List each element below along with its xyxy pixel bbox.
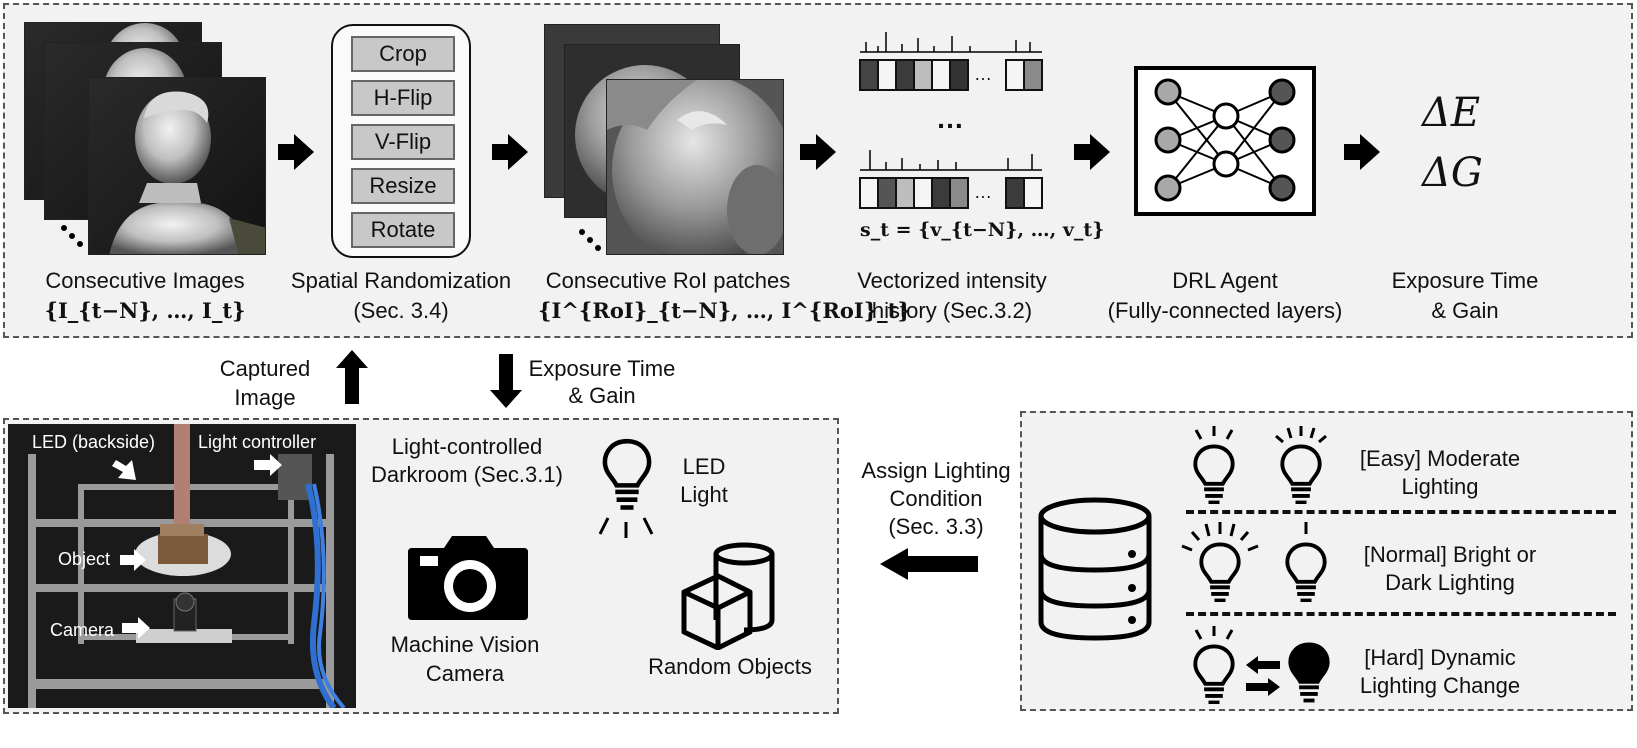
spatial-randomization-section: (Sec. 3.4) — [353, 298, 449, 323]
delta-g: ΔG — [1422, 150, 1483, 196]
delta-e: ΔE — [1422, 90, 1481, 136]
state-formula: s_t = {v_{t−N}, …, v_t} — [860, 219, 1105, 241]
bulb-moderate-rays-icon — [1270, 424, 1332, 504]
drl-agent-label-line2: (Fully-connected layers) — [1107, 298, 1343, 323]
consecutive-images-formula: {I_{t−N}, …, I_t} — [44, 298, 246, 323]
intensity-history-graphic: … … … s_t = {v_{t−N}, …, v_t} — [856, 30, 1104, 250]
camera-label-line1: Machine Vision — [390, 632, 540, 657]
history-ellipsis: … — [936, 103, 964, 134]
bulb-bright-icon — [1180, 520, 1260, 602]
arrow-left-icon — [880, 548, 978, 580]
intensity-history-label-line1: Vectorized intensity — [857, 268, 1047, 293]
roi-patches-label: Consecutive RoI patches — [545, 268, 791, 293]
led-bulb-icon — [592, 436, 662, 546]
aug-rotate: Rotate — [351, 212, 455, 248]
output-label-line2: & Gain — [1431, 298, 1499, 323]
vector-ellipsis-bottom: … — [974, 182, 992, 202]
roi-patches-stack — [544, 24, 794, 264]
arrow-right-icon — [278, 134, 314, 170]
divider-line — [1186, 510, 1616, 514]
pipeline-panel — [3, 3, 1633, 338]
led-light-label-line2: Light — [680, 482, 728, 507]
divider-line — [1186, 612, 1616, 616]
arrow-right-icon — [1344, 134, 1380, 170]
darkroom-title-line1: Light-controlled — [391, 434, 543, 459]
camera-label-line2: Camera — [425, 661, 505, 686]
aug-resize: Resize — [351, 168, 455, 204]
augmentation-box: Crop H-Flip V-Flip Resize Rotate — [331, 24, 471, 258]
condition-hard-line2: Lighting Change — [1359, 673, 1521, 698]
roi-patches-formula: {I^{RoI}_{t−N}, …, I^{RoI}_t} — [538, 298, 911, 323]
exposure-gain-label-line2: & Gain — [568, 383, 636, 408]
arrow-right-icon — [492, 134, 528, 170]
photo-label-camera: Camera — [50, 620, 115, 640]
consecutive-images-stack — [24, 22, 274, 262]
swap-arrows-icon — [1246, 656, 1280, 696]
assign-label-line2: Condition — [889, 486, 983, 511]
exposure-gain-label-line1: Exposure Time — [528, 356, 676, 381]
camera-icon — [408, 534, 528, 620]
aug-crop: Crop — [351, 36, 455, 72]
captured-image-label-line2: Image — [234, 385, 296, 410]
arrow-up-icon — [336, 350, 368, 404]
image-frame-front — [88, 77, 266, 255]
roi-frame-front — [606, 79, 784, 255]
arrow-down-icon — [490, 354, 522, 408]
condition-easy-line2: Lighting — [1401, 474, 1479, 499]
drl-agent-label-line1: DRL Agent — [1172, 268, 1278, 293]
output-label-line1: Exposure Time — [1391, 268, 1539, 293]
darkroom-photo: LED (backside) Light controller Object C… — [8, 424, 356, 708]
condition-normal-line1: [Normal] Bright or — [1363, 542, 1537, 567]
neural-network-icon — [1134, 66, 1316, 216]
spatial-randomization-label: Spatial Randomization — [290, 268, 512, 293]
bulb-on-icon — [1188, 624, 1240, 704]
assign-label-line3: (Sec. 3.3) — [888, 514, 984, 539]
condition-normal-line2: Dark Lighting — [1385, 570, 1515, 595]
random-objects-label: Random Objects — [648, 654, 812, 679]
database-icon — [1036, 496, 1154, 642]
assign-label-line1: Assign Lighting — [861, 458, 1011, 483]
bulb-moderate-icon — [1188, 424, 1240, 504]
vector-ellipsis-top: … — [974, 64, 992, 84]
arrow-right-icon — [800, 134, 836, 170]
photo-label-object: Object — [58, 549, 111, 569]
intensity-history-label-line2: history (Sec.3.2) — [871, 298, 1033, 323]
arrow-right-icon — [1074, 134, 1110, 170]
bulb-dark-icon — [1280, 520, 1332, 602]
random-objects-icon — [680, 540, 780, 650]
captured-image-label-line1: Captured — [219, 356, 311, 381]
condition-easy-line1: [Easy] Moderate — [1359, 446, 1521, 471]
photo-label-light-controller: Light controller — [198, 432, 317, 452]
bulb-off-icon — [1284, 640, 1334, 706]
aug-v-flip: V-Flip — [351, 124, 455, 160]
consecutive-images-label: Consecutive Images — [45, 268, 245, 293]
stack-ellipsis-icon — [576, 226, 606, 256]
led-light-label-line1: LED — [682, 454, 726, 479]
photo-label-led-backside: LED (backside) — [32, 432, 156, 452]
condition-hard-line1: [Hard] Dynamic — [1364, 645, 1516, 670]
aug-h-flip: H-Flip — [351, 80, 455, 116]
stack-ellipsis-icon — [58, 222, 88, 252]
darkroom-title-line2: Darkroom (Sec.3.1) — [371, 462, 563, 487]
